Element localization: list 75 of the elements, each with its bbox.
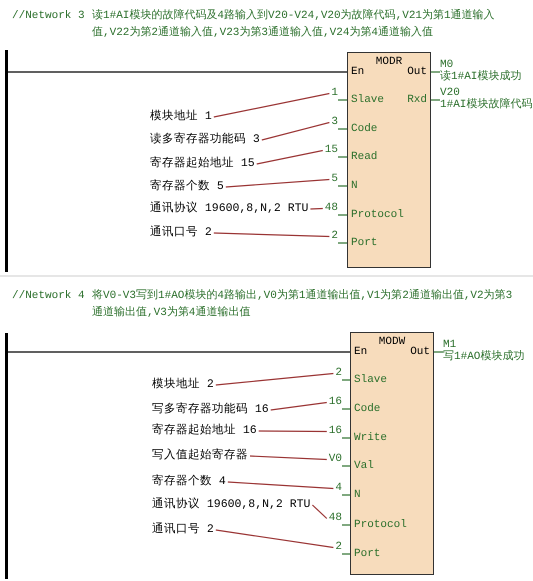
function-block — [347, 52, 431, 268]
parameter-value: 15 — [324, 144, 338, 157]
pin-label: En — [351, 66, 364, 78]
pin-label: En — [354, 346, 368, 358]
wire — [8, 71, 347, 73]
annotation-text: 模块地址 2 — [152, 378, 214, 392]
leader-line — [214, 232, 330, 238]
parameter-value: 2 — [331, 230, 338, 243]
parameter-value: 16 — [328, 425, 342, 438]
parameter-value: 2 — [335, 367, 342, 380]
parameter-value: 16 — [328, 396, 342, 409]
network-label: //Network 4 — [12, 289, 85, 304]
pin-label: N — [351, 180, 358, 192]
network-comment: 将V0-V3写到1#AO模块的4路输出,V0为第1通道输出值,V1为第2通道输出值,V2为第3通道输出值,V3为第4通道输出值 — [92, 288, 514, 321]
annotation-text: 通讯口号 2 — [150, 226, 212, 240]
parameter-value: 3 — [331, 116, 338, 129]
annotation-text: 通讯协议 19600,8,N,2 RTU — [152, 498, 310, 512]
pin-label: Port — [354, 548, 380, 560]
network-comment: 读1#AI模块的故障代码及4路输入到V20-V24,V20为故障代码,V21为第1通道输入值,V22为第2通道输入值,V23为第3通道输入值,V24为第4通道输入值 — [92, 8, 496, 41]
output-text: 1#AI模块故障代码 — [440, 99, 532, 111]
leader-line — [310, 208, 323, 210]
output-text: 写1#AO模块成功 — [443, 351, 524, 363]
power-rail — [5, 50, 8, 272]
annotation-text: 通讯口号 2 — [152, 523, 214, 537]
leader-line — [270, 402, 327, 411]
pin-label: N — [354, 489, 361, 501]
annotation-text: 模块地址 1 — [150, 110, 212, 124]
pin-label: Slave — [351, 94, 384, 106]
pin-label: Rxd — [407, 94, 427, 106]
leader-line — [216, 529, 334, 548]
leader-line — [262, 122, 330, 141]
parameter-value: 48 — [324, 202, 338, 215]
annotation-text: 寄存器起始地址 15 — [150, 157, 255, 171]
pin-label: Slave — [354, 374, 388, 386]
pin-label: Port — [351, 237, 378, 249]
output-text: 读1#AI模块成功 — [440, 71, 522, 83]
pin-label: Code — [351, 123, 378, 135]
network-label: //Network 3 — [12, 9, 85, 24]
leader-line — [258, 430, 327, 432]
block-title: MODW — [378, 336, 406, 348]
parameter-value: 1 — [331, 87, 338, 100]
output-text: V20 — [440, 87, 461, 99]
parameter-value: 2 — [335, 541, 342, 554]
pin-label: Write — [354, 432, 388, 444]
leader-line — [250, 455, 327, 460]
block-title: MODR — [374, 56, 404, 68]
power-rail — [5, 333, 8, 579]
leader-line — [312, 504, 328, 519]
leader-line — [216, 372, 334, 386]
annotation-text: 通讯协议 19600,8,N,2 RTU — [150, 202, 308, 216]
annotation-text: 寄存器个数 5 — [150, 180, 224, 194]
parameter-value: 4 — [335, 482, 342, 495]
annotation-text: 写多寄存器功能码 16 — [152, 403, 269, 417]
annotation-text: 寄存器个数 4 — [152, 475, 226, 489]
leader-line — [256, 150, 323, 165]
pin-label: Out — [407, 66, 427, 78]
pin-label: Out — [410, 346, 430, 358]
pin-label: Protocol — [354, 519, 407, 531]
parameter-value: 48 — [328, 512, 342, 525]
annotation-text: 读多寄存器功能码 3 — [150, 133, 260, 147]
wire — [8, 351, 350, 353]
pin-label: Val — [354, 460, 374, 472]
leader-line — [228, 481, 334, 490]
annotation-text: 寄存器起始地址 16 — [152, 424, 257, 438]
parameter-value: V0 — [328, 453, 342, 466]
function-block — [350, 332, 434, 575]
output-text: M1 — [443, 339, 458, 351]
output-text: M0 — [440, 59, 454, 71]
leader-line — [214, 92, 330, 118]
pin-label: Code — [354, 403, 380, 415]
annotation-text: 写入值起始寄存器 — [152, 449, 248, 463]
pin-label: Protocol — [351, 209, 404, 221]
parameter-value: 5 — [331, 173, 338, 186]
pin-label: Read — [351, 151, 378, 163]
leader-line — [226, 178, 330, 188]
